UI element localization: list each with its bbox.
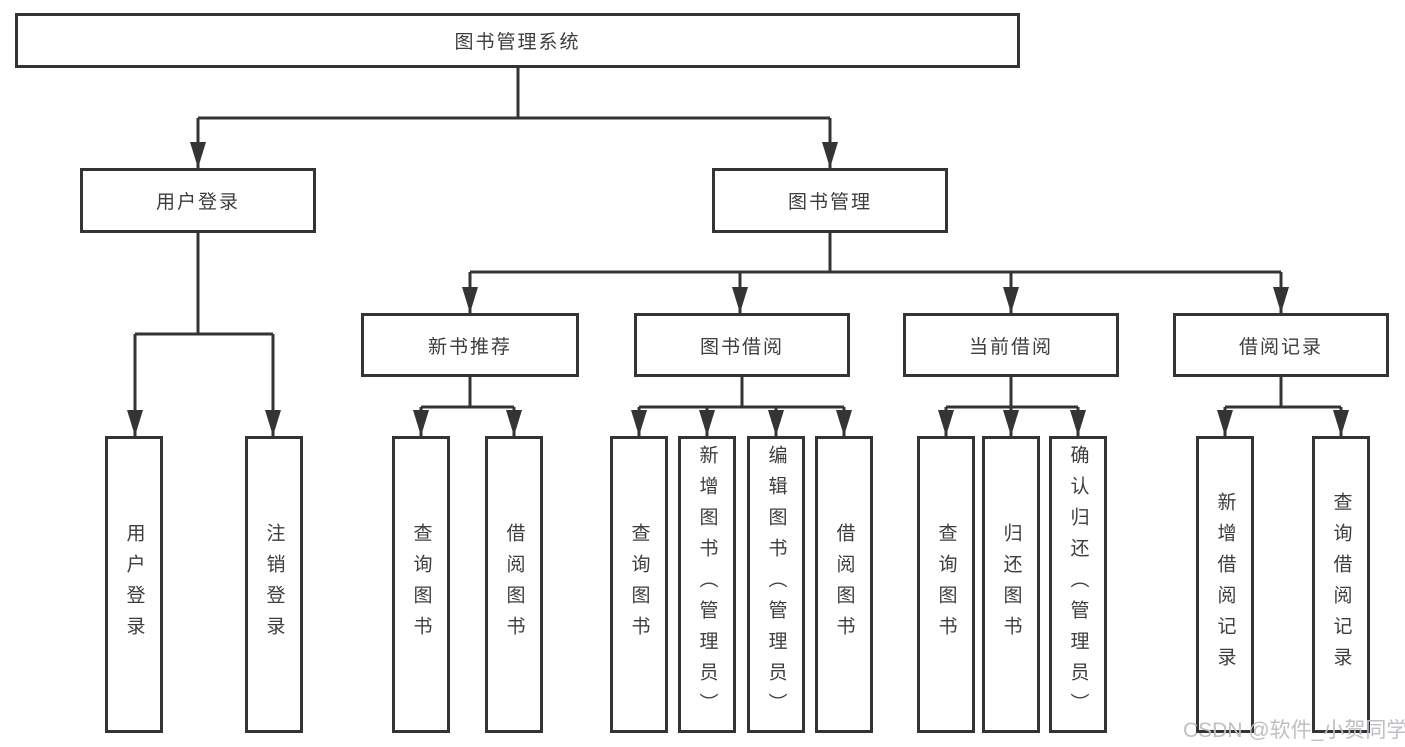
node-user-login: 用户登录 <box>80 168 316 233</box>
leaf-logout: 注销登录 <box>245 436 303 733</box>
arrowhead <box>768 410 784 436</box>
leaf-bb-borrow-books: 借阅图书 <box>815 436 873 733</box>
arrowhead <box>822 142 838 168</box>
node-label: 查询图书 <box>410 522 432 647</box>
node-label: 当前借阅 <box>968 336 1053 358</box>
node-borrow-records: 借阅记录 <box>1173 313 1389 377</box>
node-label: 新书推荐 <box>427 336 512 358</box>
arrowhead <box>190 142 206 168</box>
node-label: 新增借阅记录 <box>1214 491 1236 678</box>
arrowhead <box>1333 410 1349 436</box>
csdn-watermark: CSDN @软件_小贺同学 <box>1183 719 1405 742</box>
leaf-br-add-record: 新增借阅记录 <box>1196 436 1254 733</box>
arrowhead <box>462 287 478 313</box>
arrowhead <box>265 410 281 436</box>
node-library-system: 图书管理系统 <box>15 13 1020 68</box>
arrowhead <box>1003 410 1019 436</box>
arrowhead <box>938 410 954 436</box>
node-label: 确认归还（管理员） <box>1067 445 1089 724</box>
node-label: 归还图书 <box>1000 522 1022 647</box>
arrowhead <box>413 410 429 436</box>
arrowhead <box>836 410 852 436</box>
arrowhead <box>127 410 143 436</box>
node-label: 查询图书 <box>628 522 650 647</box>
node-book-management: 图书管理 <box>712 168 948 233</box>
node-current-borrowing: 当前借阅 <box>903 313 1119 377</box>
node-label: 图书管理系统 <box>454 32 581 53</box>
arrowhead <box>506 410 522 436</box>
leaf-br-query-record: 查询借阅记录 <box>1312 436 1370 733</box>
node-label: 借阅图书 <box>503 522 525 647</box>
node-label: 图书借阅 <box>699 336 784 358</box>
node-label: 用户登录 <box>123 522 145 647</box>
node-new-book-recommend: 新书推荐 <box>361 313 579 377</box>
leaf-bb-edit-books-admin: 编辑图书（管理员） <box>747 436 805 733</box>
leaf-cb-confirm-return-admin: 确认归还（管理员） <box>1049 436 1107 733</box>
node-book-borrowing: 图书借阅 <box>634 313 850 377</box>
node-label: 查询图书 <box>935 522 957 647</box>
arrowhead <box>1217 410 1233 436</box>
arrowhead <box>631 410 647 436</box>
node-label: 新增图书（管理员） <box>696 445 718 724</box>
node-label: 查询借阅记录 <box>1330 491 1352 678</box>
node-label: 注销登录 <box>263 522 285 647</box>
leaf-rec-borrow-books: 借阅图书 <box>485 436 543 733</box>
arrowhead <box>1003 287 1019 313</box>
leaf-user-login: 用户登录 <box>105 436 163 733</box>
arrowhead <box>699 410 715 436</box>
arrowhead <box>732 287 748 313</box>
leaf-bb-add-books-admin: 新增图书（管理员） <box>678 436 736 733</box>
node-label: 编辑图书（管理员） <box>765 445 787 724</box>
arrowhead <box>1070 410 1086 436</box>
leaf-cb-query-books: 查询图书 <box>917 436 975 733</box>
node-label: 用户登录 <box>155 192 240 213</box>
node-label: 图书管理 <box>787 192 872 213</box>
arrowhead <box>1273 287 1289 313</box>
leaf-cb-return-books: 归还图书 <box>982 436 1040 733</box>
node-label: 借阅记录 <box>1238 336 1323 358</box>
leaf-bb-query-books: 查询图书 <box>610 436 668 733</box>
node-label: 借阅图书 <box>833 522 855 647</box>
leaf-rec-query-books: 查询图书 <box>392 436 450 733</box>
